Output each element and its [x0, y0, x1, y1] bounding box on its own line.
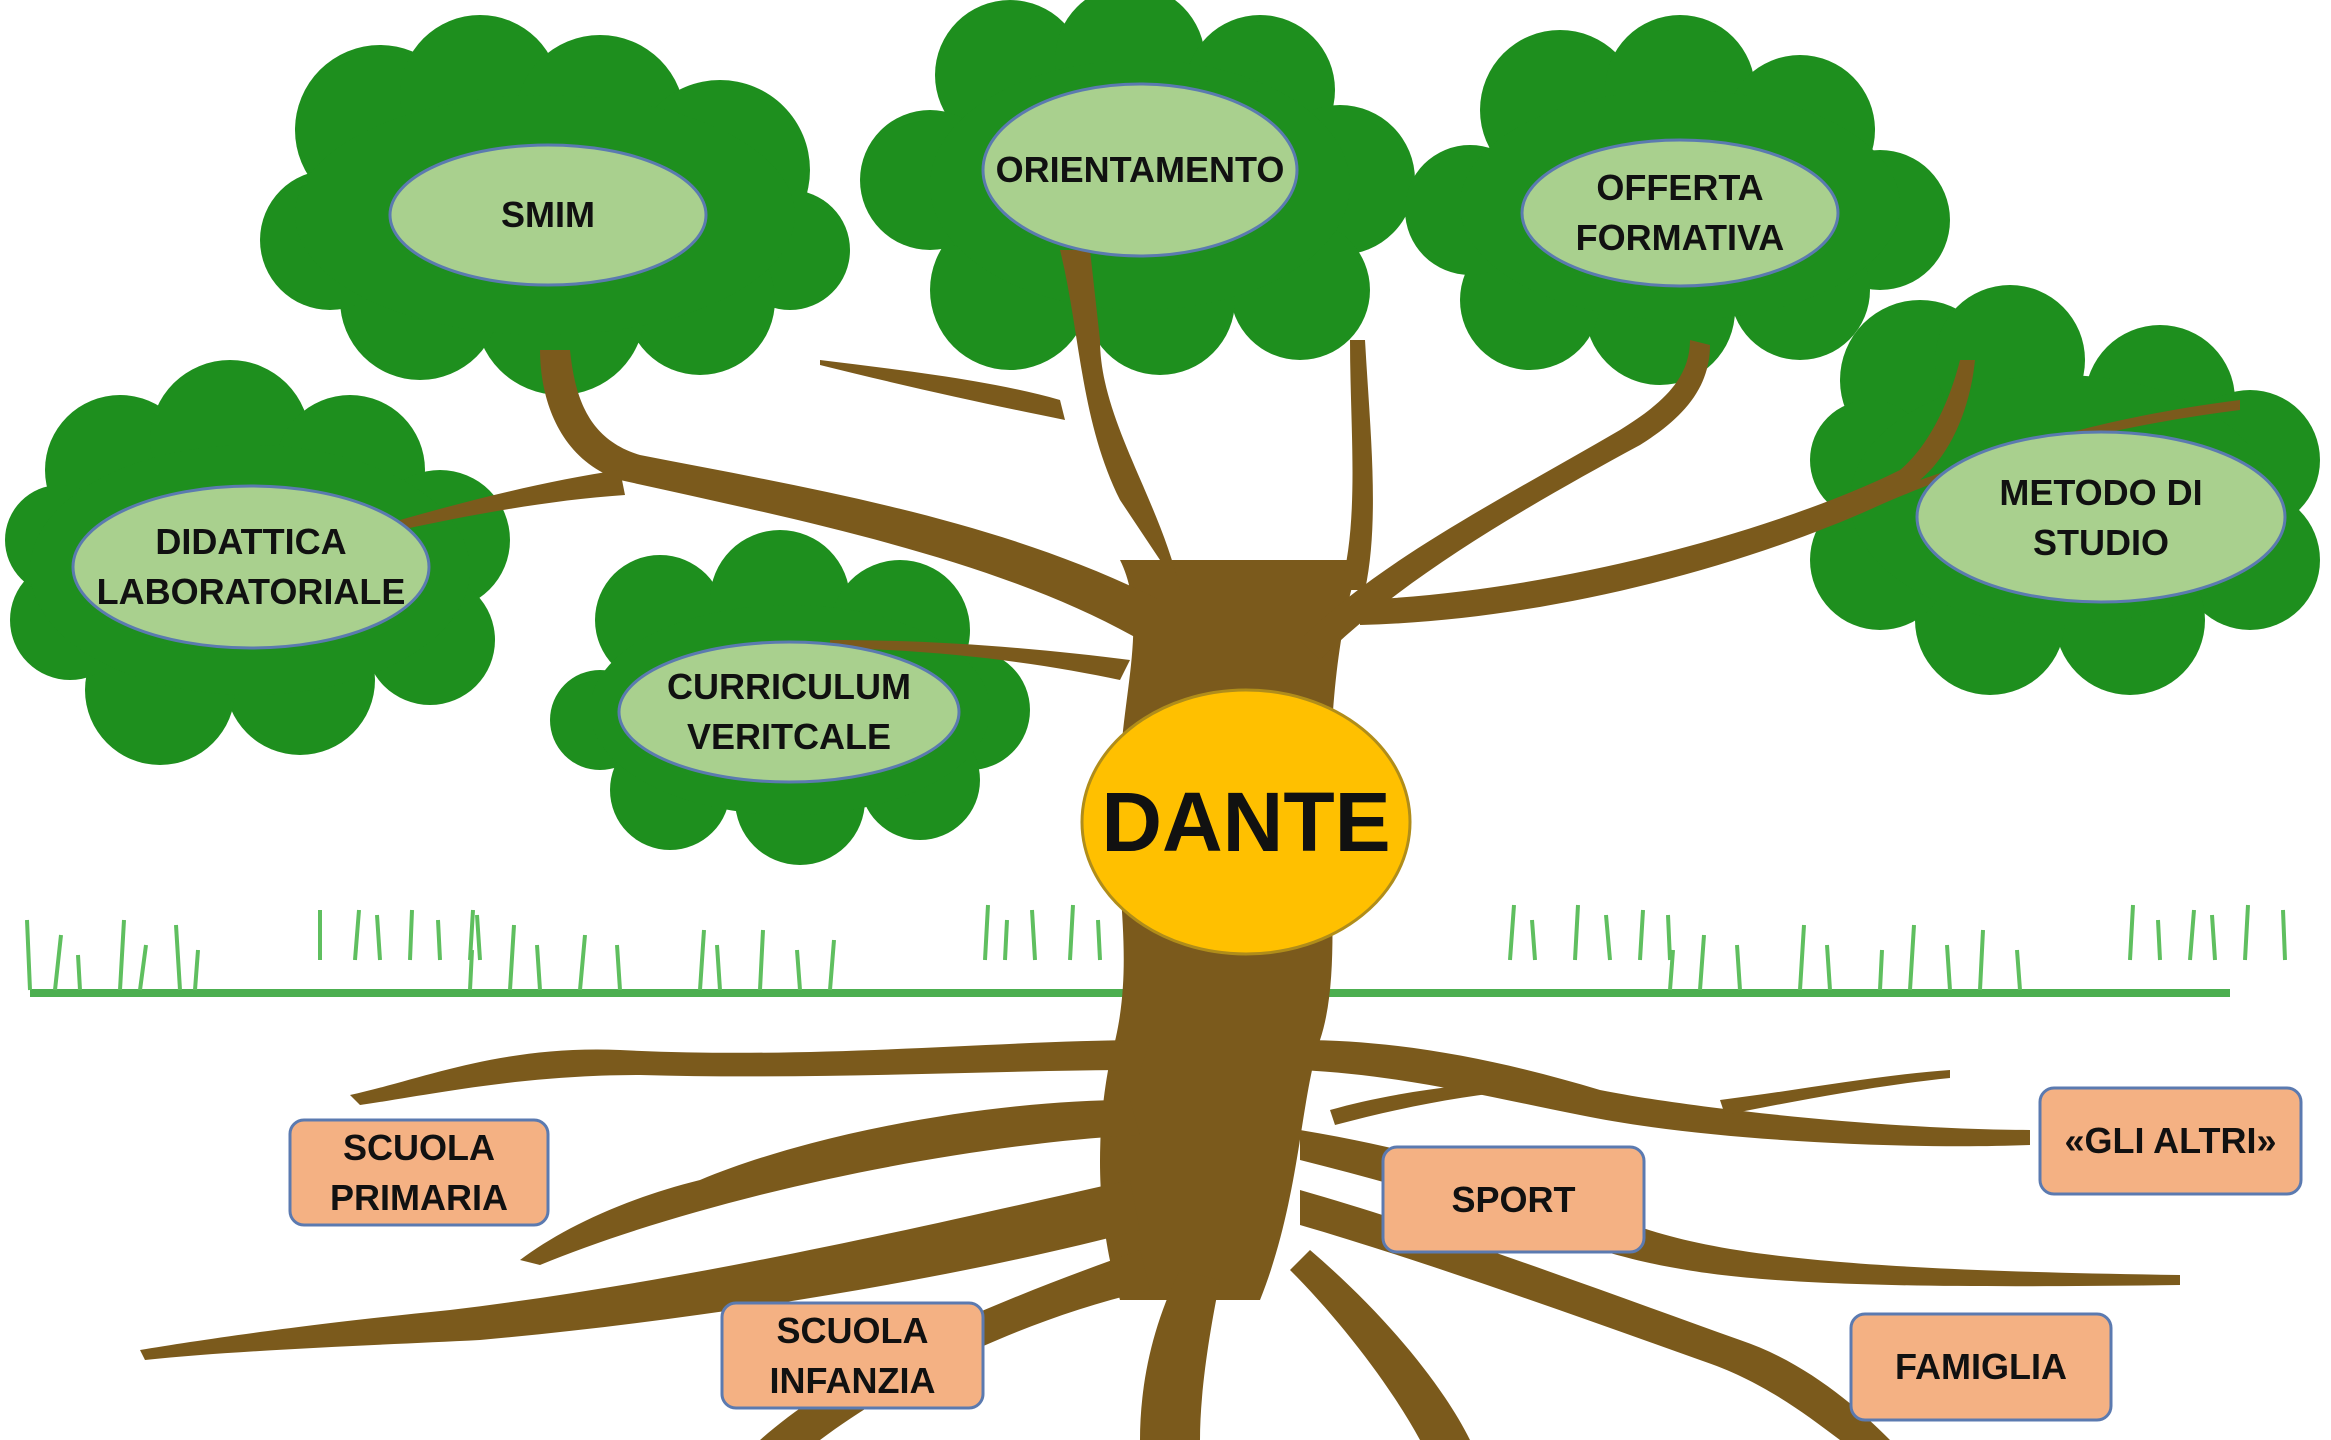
- infanzia-label: SCUOLA INFANZIA: [769, 1309, 936, 1401]
- orientamento-label: ORIENTAMENTO: [995, 149, 1285, 190]
- didattica-label: DIDATTICA LABORATORIALE: [96, 521, 406, 612]
- offerta-label: OFFERTA FORMATIVA: [1575, 167, 1785, 258]
- infanzia-box: [720, 1301, 985, 1410]
- smim-bubble: [388, 143, 708, 287]
- altri-box: [2038, 1086, 2303, 1196]
- center-bubble: [1080, 688, 1412, 956]
- center-label: DANTE: [1101, 775, 1391, 869]
- famiglia-box: [1849, 1312, 2113, 1422]
- metodo-label: METODO DI STUDIO: [1999, 472, 2203, 563]
- altri-label: «GLI ALTRI»: [2064, 1120, 2277, 1161]
- orientamento-bubble: [981, 82, 1299, 258]
- leaf-labels: [71, 82, 2287, 784]
- sport-label: SPORT: [1451, 1178, 1576, 1220]
- metodo-bubble: [1915, 430, 2287, 604]
- smim-label: SMIM: [501, 194, 595, 235]
- didattica-bubble: [71, 484, 431, 650]
- curriculum-bubble: [617, 640, 961, 784]
- sport-box: [1381, 1145, 1646, 1254]
- curriculum-label: CURRICULUM VERITCALE: [667, 666, 911, 757]
- primaria-label: SCUOLA PRIMARIA: [330, 1126, 508, 1218]
- famiglia-label: FAMIGLIA: [1895, 1346, 2067, 1387]
- offerta-bubble: [1520, 138, 1840, 288]
- root-labels: [288, 1086, 2303, 1422]
- primaria-box: [288, 1118, 550, 1227]
